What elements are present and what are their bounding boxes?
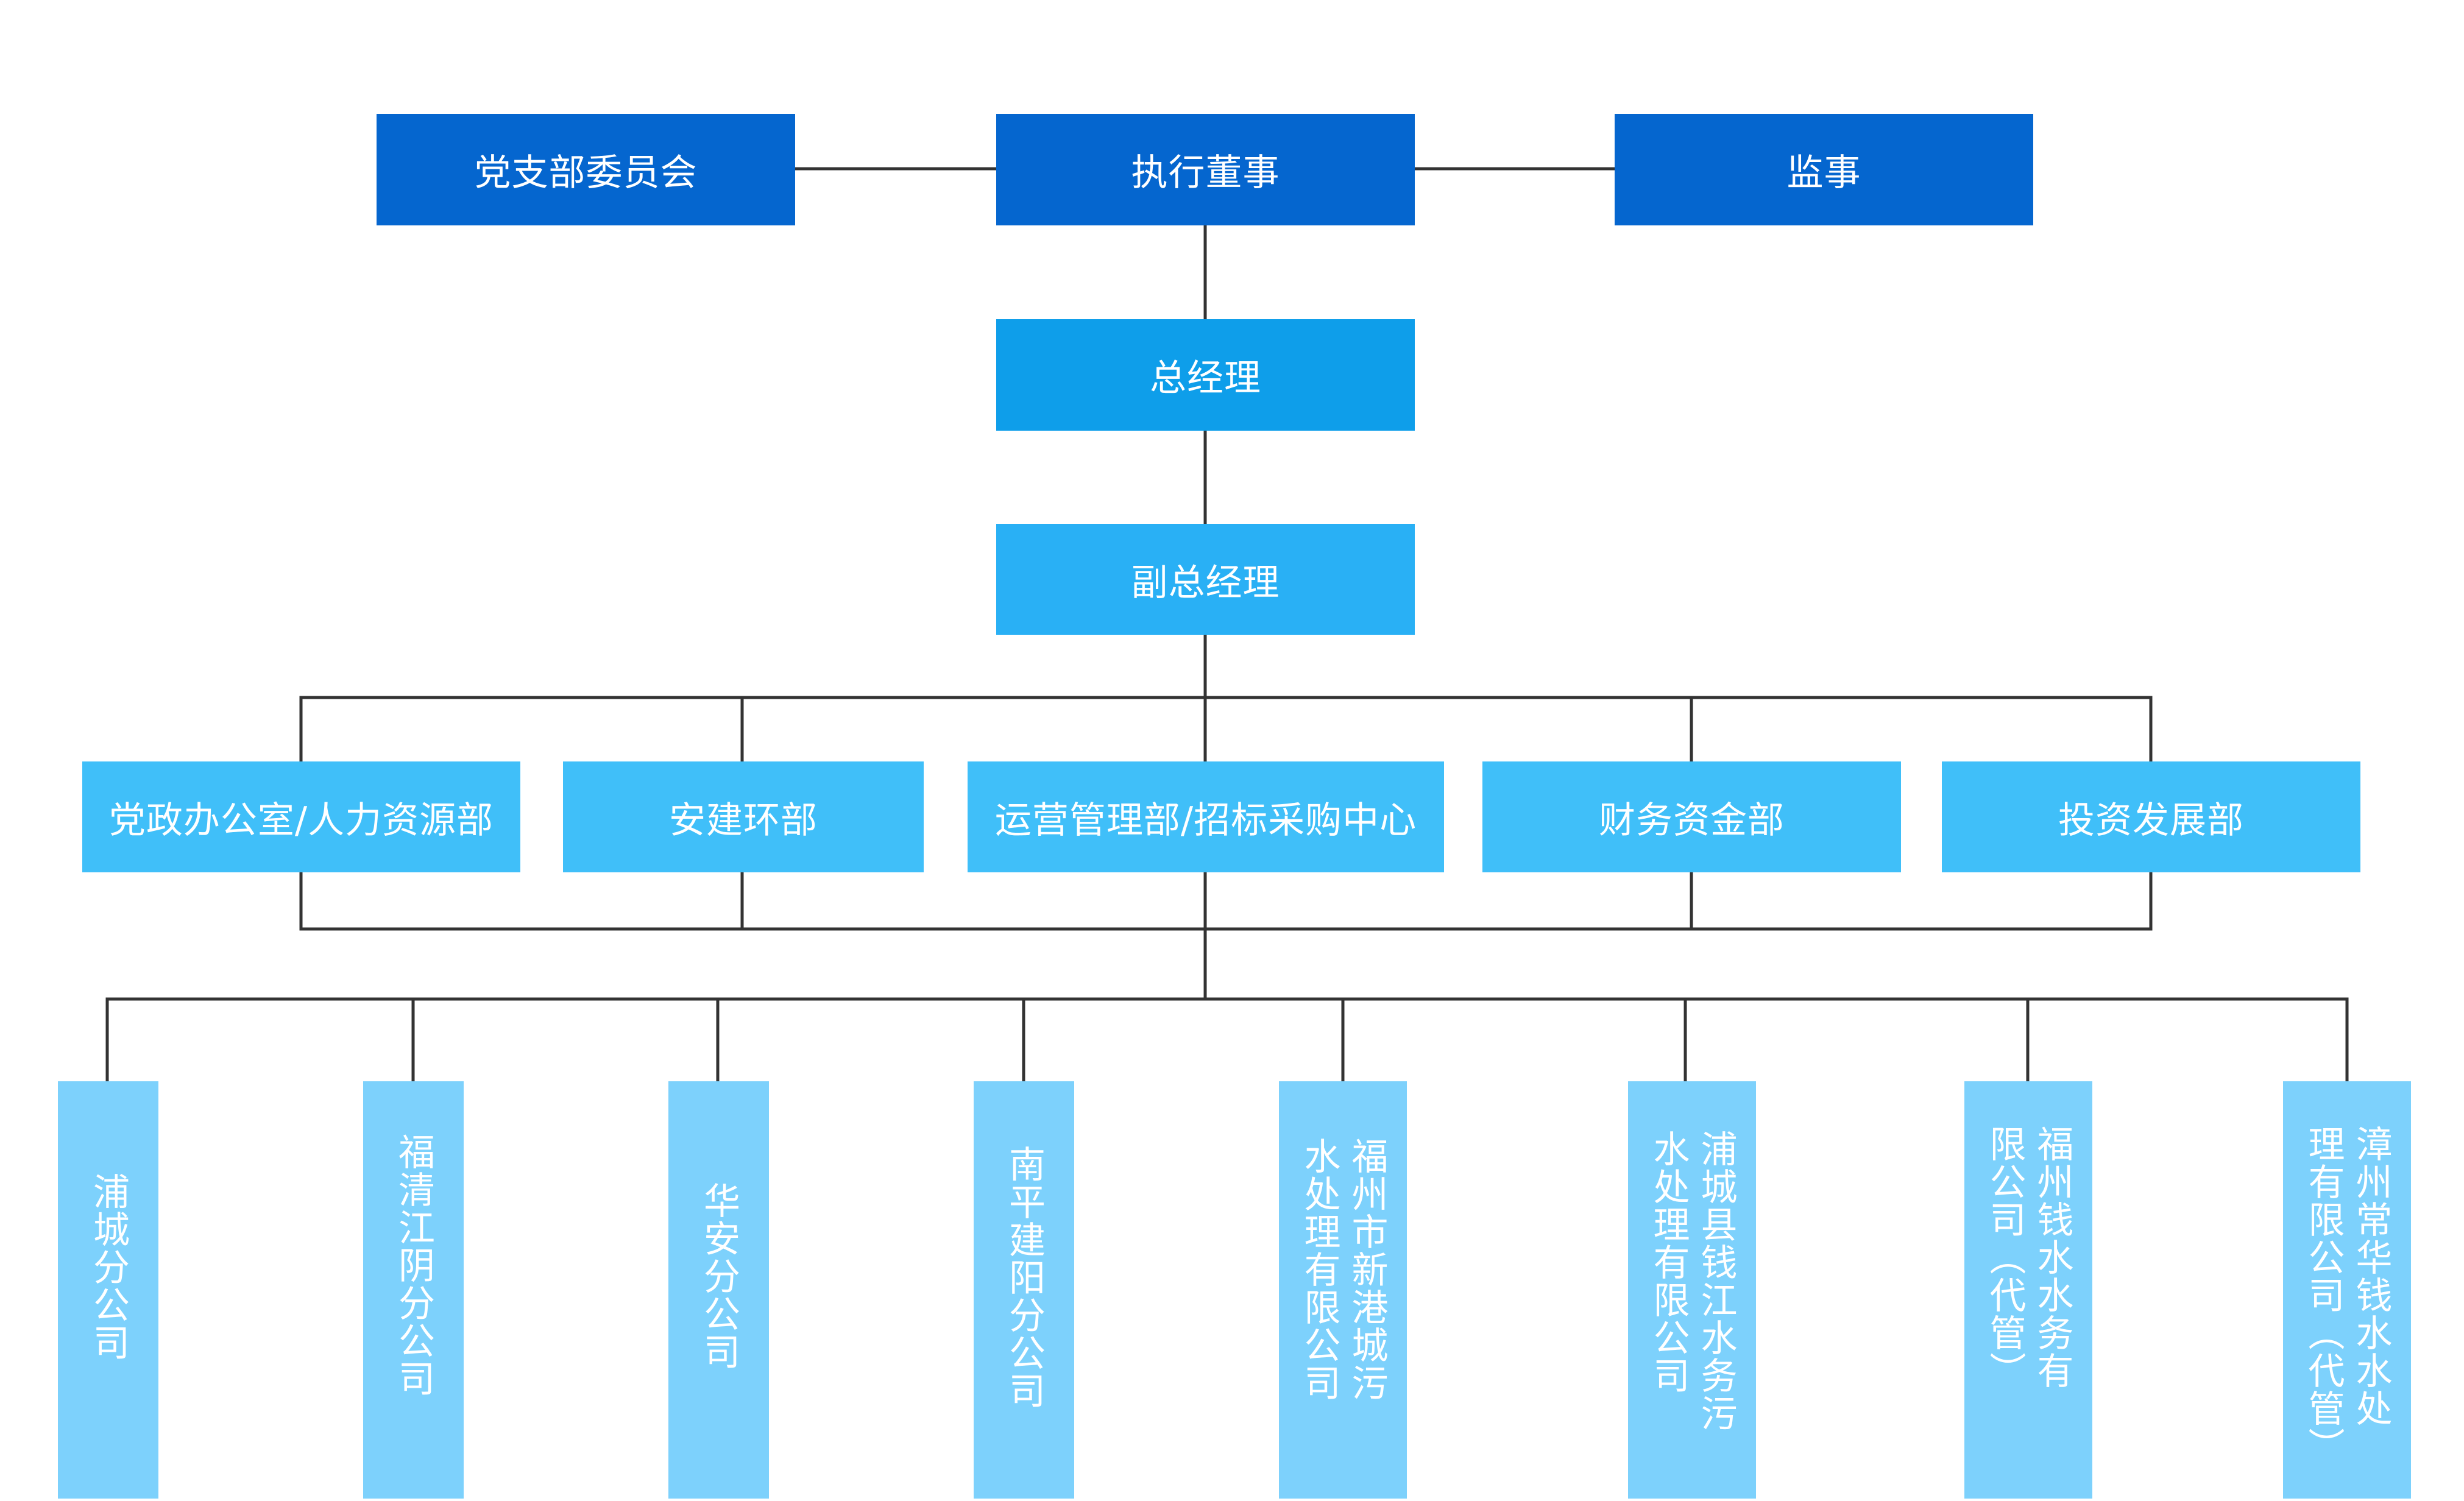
executive-director-label: 执行董事 xyxy=(1131,152,1280,194)
unit-label: 浦城分公司 xyxy=(87,1173,130,1361)
unit-label: 浦城县钱江水务污水处理有限公司 xyxy=(1647,1130,1737,1432)
unit-box: 浦城分公司 xyxy=(58,1081,158,1499)
unit-box: 福清江阴分公司 xyxy=(363,1081,464,1499)
deputy-general-manager-box: 副总经理 xyxy=(996,524,1415,635)
unit-label: 南平建阳分公司 xyxy=(1002,1145,1046,1410)
unit-box: 福州市新港城污水处理有限公司 xyxy=(1279,1081,1407,1499)
department-box: 投资发展部 xyxy=(1942,761,2360,872)
department-label: 投资发展部 xyxy=(2058,799,2244,842)
department-label: 运营管理部/招标采购中心 xyxy=(994,799,1417,842)
supervisor-box: 监事 xyxy=(1615,114,2033,225)
unit-box: 浦城县钱江水务污水处理有限公司 xyxy=(1628,1081,1756,1499)
department-box: 运营管理部/招标采购中心 xyxy=(968,761,1444,872)
unit-box: 南平建阳分公司 xyxy=(974,1081,1074,1499)
executive-director-box: 执行董事 xyxy=(996,114,1415,225)
unit-label: 福清江阴分公司 xyxy=(392,1133,435,1397)
unit-box: 漳州常华钱水水处理有限公司（代管） xyxy=(2283,1081,2411,1499)
unit-label: 福州钱水水务有限公司（代管） xyxy=(1983,1125,2073,1390)
unit-box: 福州钱水水务有限公司（代管） xyxy=(1964,1081,2092,1499)
general-manager-box: 总经理 xyxy=(996,319,1415,431)
general-manager-label: 总经理 xyxy=(1150,357,1261,400)
supervisor-label: 监事 xyxy=(1786,152,1861,194)
unit-box: 华安分公司 xyxy=(668,1081,769,1499)
unit-label: 福州市新港城污水处理有限公司 xyxy=(1298,1137,1388,1402)
department-label: 财务资金部 xyxy=(1599,799,1785,842)
unit-label: 漳州常华钱水水处理有限公司（代管） xyxy=(2302,1125,2392,1465)
department-box: 党政办公室/人力资源部 xyxy=(82,761,520,872)
unit-label: 华安分公司 xyxy=(697,1182,740,1371)
party-committee-label: 党支部委员会 xyxy=(474,152,698,194)
deputy-general-manager-label: 副总经理 xyxy=(1131,561,1280,604)
department-label: 党政办公室/人力资源部 xyxy=(108,799,494,842)
party-committee-box: 党支部委员会 xyxy=(377,114,795,225)
department-label: 安建环部 xyxy=(669,799,818,842)
department-box: 财务资金部 xyxy=(1482,761,1901,872)
department-box: 安建环部 xyxy=(563,761,924,872)
